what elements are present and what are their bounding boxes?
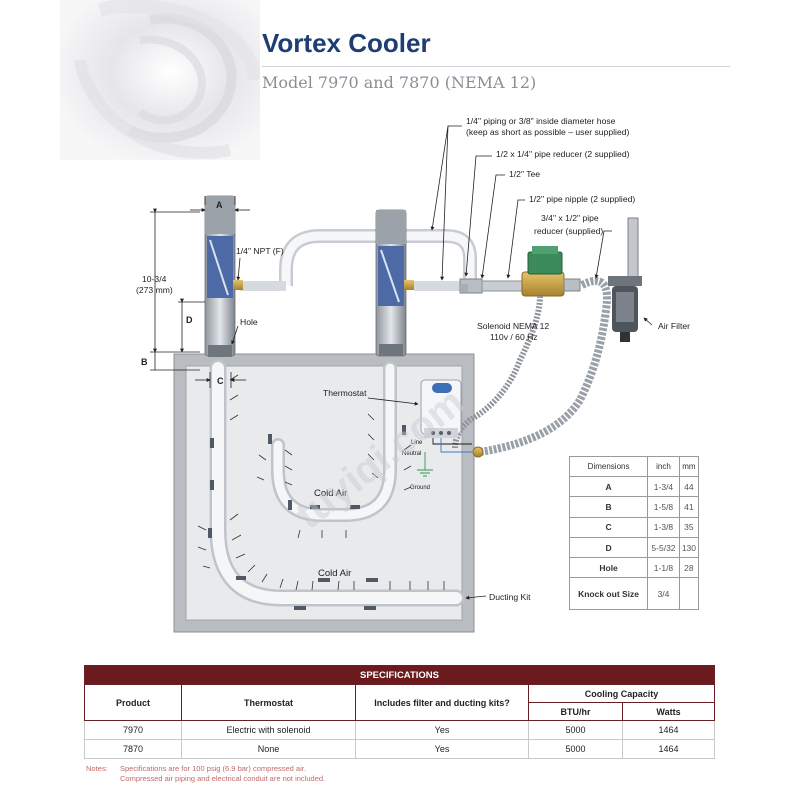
dimension-label: C (568, 516, 649, 538)
vortex-cooler-right (375, 209, 414, 357)
dimension-mm: 44 (678, 475, 700, 498)
dimension-inch: 3/4 (647, 577, 680, 611)
label-cold-air-1: Cold Air (314, 488, 347, 499)
cooling-capacity-header: Cooling Capacity (528, 684, 715, 703)
label-ground: Ground (410, 485, 430, 491)
dimension-label: A (568, 475, 649, 498)
kits-cell: Yes (355, 739, 529, 759)
kits-header: Includes filter and ducting kits? (355, 684, 529, 721)
dim-label-d: D (186, 315, 193, 325)
label-height-1: 10-3/4 (142, 274, 167, 284)
duct-clips (208, 425, 406, 610)
table-row: B 1-5/8 41 (568, 496, 700, 518)
table-row: C 1-3/8 35 (568, 516, 700, 538)
table-row: Hole 1-1/8 28 (568, 557, 700, 579)
product-cell: 7970 (84, 720, 182, 740)
dimensions-header: Dimensions (568, 456, 649, 477)
dimension-mm: 35 (678, 516, 700, 538)
specifications-banner: SPECIFICATIONS (84, 665, 715, 685)
dimension-label: Knock out Size (568, 577, 649, 611)
label-neutral: Neutral (402, 451, 421, 457)
btu-header: BTU/hr (528, 702, 623, 721)
dimension-inch: 1-1/8 (647, 557, 680, 579)
pipe-reducer (460, 284, 468, 292)
watts-cell: 1464 (622, 739, 715, 759)
label-cold-air-2: Cold Air (318, 568, 351, 579)
label-solenoid-2: 110v / 60 Hz (490, 332, 538, 342)
btu-cell: 5000 (528, 720, 623, 740)
title-divider (262, 66, 730, 67)
supply-hose (479, 276, 611, 456)
dimension-mm: 41 (678, 496, 700, 518)
label-air-filter: Air Filter (658, 321, 690, 331)
dimension-mm (678, 577, 700, 611)
dim-label-c: C (217, 376, 224, 386)
mm-header: mm (678, 456, 700, 477)
air-filter (608, 217, 642, 342)
label-ducting-kit: Ducting Kit (489, 592, 531, 602)
label-piping-1: 1/4" piping or 3/8" inside diameter hose (466, 116, 616, 126)
airflow-arrows (197, 374, 445, 591)
dimension-mm: 28 (678, 557, 700, 579)
btu-cell: 5000 (528, 739, 623, 759)
dimension-inch: 5-5/32 (647, 536, 680, 559)
product-header: Product (84, 684, 182, 721)
dim-label-b: B (141, 357, 148, 367)
label-reducer2-1: 3/4" x 1/2" pipe (541, 213, 599, 223)
label-reducer: 1/2 x 1/4" pipe reducer (2 supplied) (496, 149, 630, 159)
installation-diagram: 1/4" piping or 3/8" inside diameter hose… (136, 116, 690, 633)
page-title: Vortex Cooler (262, 28, 431, 58)
product-cell: 7870 (84, 739, 182, 759)
dimension-inch: 1-3/4 (647, 475, 680, 498)
table-row: A 1-3/4 44 (568, 475, 700, 498)
label-npt: 1/4" NPT (F) (236, 246, 284, 256)
label-line: Line (411, 440, 423, 446)
thermostat-cell: None (181, 739, 356, 759)
thermostat-cell: Electric with solenoid (181, 720, 356, 740)
dimension-mm: 130 (678, 536, 700, 559)
note-line: Compressed air piping and electrical con… (120, 774, 326, 783)
page-subtitle: Model 7970 and 7870 (NEMA 12) (262, 73, 537, 92)
inch-header: inch (647, 456, 680, 477)
table-row: Knock out Size 3/4 (568, 577, 700, 611)
dimension-label: Hole (568, 557, 649, 579)
specifications-table: SPECIFICATIONS Product Thermostat Includ… (84, 665, 715, 759)
table-row: D 5-5/32 130 (568, 536, 700, 559)
wiring (417, 438, 472, 477)
label-tee: 1/2" Tee (509, 169, 540, 179)
solenoid-valve (521, 246, 565, 297)
table-row: 7870 None Yes 5000 1464 (84, 739, 715, 759)
label-height-2: (273 mm) (136, 285, 173, 295)
thermostat (420, 379, 462, 438)
pipe-nipple (481, 280, 527, 292)
thermostat-header: Thermostat (181, 684, 356, 721)
dimensions-table: Dimensions inch mm A 1-3/4 44 B 1-5/8 41… (568, 456, 700, 611)
label-piping-2: (keep as short as possible – user suppli… (466, 127, 630, 137)
vortex-cooler-left (204, 195, 243, 357)
dimension-lines (150, 196, 250, 388)
label-nipple: 1/2" pipe nipple (2 supplied) (529, 194, 635, 204)
watts-cell: 1464 (622, 720, 715, 740)
label-hole: Hole (240, 317, 258, 327)
dimension-label: B (568, 496, 649, 518)
dimension-inch: 1-5/8 (647, 496, 680, 518)
note-line: Specifications are for 100 psig (6.9 bar… (120, 764, 306, 773)
swirl-graphic (0, 0, 260, 160)
label-reducer2-2: reducer (supplied) (534, 226, 603, 236)
dimensions-header-row: Dimensions inch mm (568, 456, 700, 477)
dimension-inch: 1-3/8 (647, 516, 680, 538)
kits-cell: Yes (355, 720, 529, 740)
notes-label: Notes: (86, 764, 108, 773)
watts-header: Watts (622, 702, 715, 721)
dim-label-a: A (216, 200, 223, 210)
table-row: 7970 Electric with solenoid Yes 5000 146… (84, 720, 715, 740)
label-solenoid-1: Solenoid NEMA 12 (477, 321, 549, 331)
label-thermostat: Thermostat (323, 388, 367, 398)
leader-lines (231, 125, 653, 600)
dimension-label: D (568, 536, 649, 559)
